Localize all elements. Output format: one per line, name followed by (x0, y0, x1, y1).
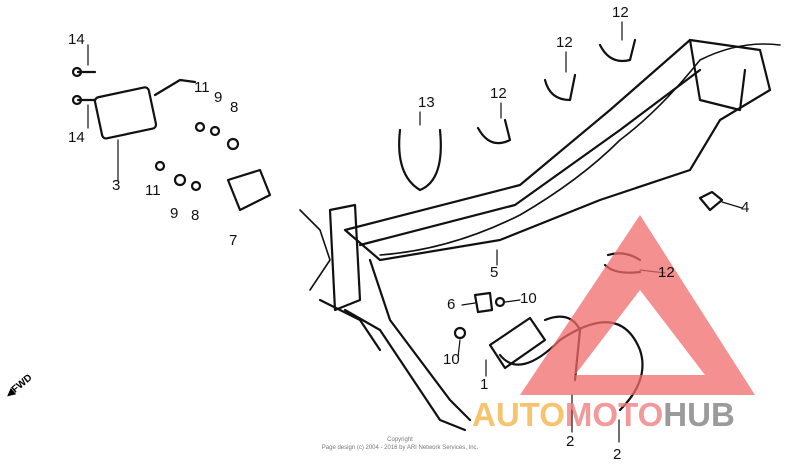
down-tube (343, 308, 467, 432)
band-12 (476, 118, 512, 145)
callout-12: 12 (658, 264, 675, 281)
callout-10: 10 (520, 290, 537, 307)
callout-11: 11 (194, 79, 210, 96)
watermark-text: AUTOMOTOHUB (472, 398, 735, 431)
callout-13: 13 (418, 94, 435, 111)
watermark-auto: AUTO (472, 396, 565, 433)
watermark-moto: MOTO (564, 396, 664, 433)
callout-9: 9 (214, 89, 223, 106)
callout-4: 4 (741, 199, 750, 216)
callout-5: 5 (490, 264, 499, 281)
watermark-triangle (520, 215, 755, 395)
callout-6: 6 (447, 296, 456, 313)
copyright-text: Page design (c) 2004 - 2016 by ARI Netwo… (321, 445, 479, 451)
callout-1: 1 (480, 376, 489, 393)
callout-9: 9 (170, 205, 179, 222)
callout-11: 11 (145, 182, 161, 199)
ignition-coil (488, 316, 547, 370)
callout-12: 12 (612, 4, 629, 21)
callout-7: 7 (229, 232, 238, 249)
wire-harness (299, 43, 781, 291)
callout-8: 8 (230, 99, 239, 116)
band-13 (398, 128, 442, 192)
callout-12: 12 (490, 85, 507, 102)
copyright-title: Copyright (387, 437, 413, 443)
frame-main-tube (343, 38, 772, 262)
regulator-rectifier (93, 86, 158, 140)
bracket (226, 168, 272, 212)
callout-10: 10 (443, 351, 460, 368)
callout-14: 14 (68, 129, 85, 146)
callout-12: 12 (556, 34, 573, 51)
callout-2: 2 (613, 446, 622, 463)
watermark-hub: HUB (663, 396, 735, 433)
head-pipe (328, 203, 362, 312)
callout-8: 8 (191, 207, 200, 224)
callout-14: 14 (68, 31, 85, 48)
callout-3: 3 (112, 177, 121, 194)
callout-2: 2 (566, 433, 575, 450)
